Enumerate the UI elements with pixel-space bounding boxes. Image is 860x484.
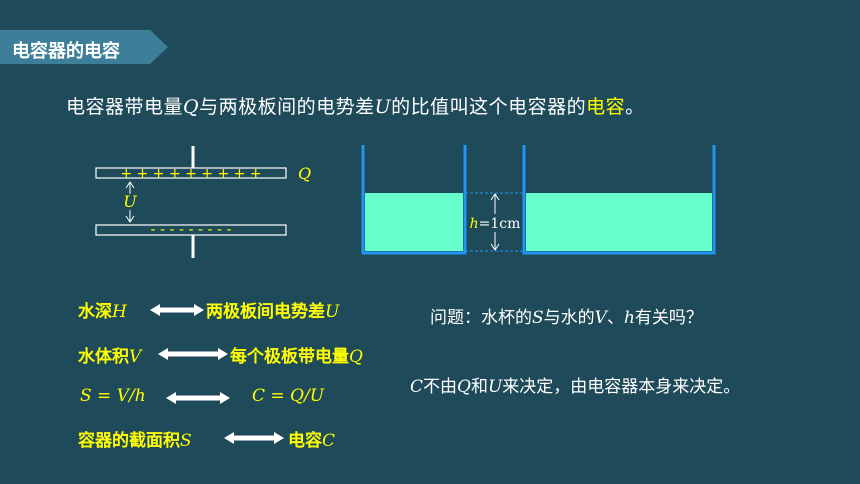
row2-left-var: V xyxy=(129,347,142,367)
definition-part-2: 与两极板间的电势差 xyxy=(199,96,375,118)
definition-part-1: 电容器带电量 xyxy=(66,96,184,118)
slide-title: 电容器的电容 xyxy=(12,41,120,62)
capacitor-diagram: + + + + + + + + + Q U - - - - - - - - - xyxy=(95,146,311,258)
question-part-c: 、 xyxy=(606,308,624,328)
question-text: 问题：水杯的S与水的V、h有关吗？ xyxy=(430,303,703,328)
conclusion-var-u: U xyxy=(487,377,503,397)
row4-left-var: S xyxy=(180,431,192,451)
voltage-arrow-down xyxy=(125,215,135,223)
conclusion-var-q: Q xyxy=(457,377,471,397)
definition-part-3: 的比值叫这个电容器的 xyxy=(391,96,587,118)
row2-right-text: 每个极板带电量 xyxy=(230,347,349,367)
conclusion-text: C不由Q和U来决定，由电容器本身来决定。 xyxy=(410,372,740,397)
question-var-h: h xyxy=(623,308,635,328)
question-part-d: 有关吗？ xyxy=(634,308,703,328)
row2-right-var: Q xyxy=(349,347,363,367)
question-part-b: 与水的 xyxy=(543,308,595,328)
question-var-v: V xyxy=(594,308,607,328)
double-arrow-row2 xyxy=(158,348,228,360)
analogy-row1-right: 两极板间电势差U xyxy=(206,297,339,322)
right-tank-water xyxy=(526,193,712,251)
water-tank-diagram: h=1cm xyxy=(361,145,716,255)
conclusion-var-c: C xyxy=(410,377,424,397)
right-tank-wall xyxy=(522,145,716,255)
row1-left-text: 水深 xyxy=(78,302,112,322)
analogy-row1-left: 水深H xyxy=(78,297,127,322)
double-arrow-row3 xyxy=(166,392,230,404)
double-arrow-row1 xyxy=(150,304,204,316)
height-label-value: =1cm xyxy=(479,216,521,232)
charge-label: Q xyxy=(298,164,311,183)
height-label-var: h xyxy=(470,216,479,232)
top-plate-signs: + + + + + + + + + xyxy=(120,166,261,182)
height-arrow-down xyxy=(490,243,500,251)
row1-left-var: H xyxy=(112,302,127,322)
formula-water: S = V/h xyxy=(80,386,146,406)
analogy-row4-left: 容器的截面积S xyxy=(78,426,192,451)
row1-right-text: 两极板间电势差 xyxy=(206,302,325,322)
row1-right-var: U xyxy=(325,302,340,322)
height-arrow-up xyxy=(490,193,500,201)
question-part-a: 问题：水杯的 xyxy=(430,308,532,328)
title-tab xyxy=(0,30,168,64)
analogy-row4-right: 电容C xyxy=(288,426,335,451)
voltage-label: U xyxy=(123,192,137,211)
voltage-arrow-up xyxy=(125,181,135,189)
top-plate xyxy=(95,167,287,179)
row4-right-text: 电容 xyxy=(288,431,322,451)
definition-end: 。 xyxy=(625,96,645,118)
row4-right-var: C xyxy=(322,431,336,451)
analogy-row2-right: 每个极板带电量Q xyxy=(230,342,363,367)
conclusion-part-a: 不由 xyxy=(423,377,458,397)
left-tank-water xyxy=(365,193,463,251)
bottom-plate-signs: - - - - - - - - - xyxy=(150,222,231,238)
voltage-label-bg xyxy=(120,194,140,210)
definition-term: 电容 xyxy=(586,96,626,118)
conclusion-part-b: 和 xyxy=(470,377,488,397)
definition-var-q: Q xyxy=(183,96,200,118)
row2-left-text: 水体积 xyxy=(78,347,129,367)
analogy-row2-left: 水体积V xyxy=(78,342,141,367)
definition-var-u: U xyxy=(374,96,392,118)
double-arrow-row4 xyxy=(224,432,284,444)
question-var-s: S xyxy=(532,308,544,328)
conclusion-part-d: 来决定，由电容器本身来决定。 xyxy=(502,377,741,397)
bottom-plate xyxy=(95,224,287,236)
definition-sentence: 电容器带电量Q与两极板间的电势差U的比值叫这个电容器的电容。 xyxy=(66,92,645,119)
left-tank-wall xyxy=(361,145,467,255)
row4-left-text: 容器的截面积 xyxy=(78,431,180,451)
height-label: h=1cm xyxy=(470,216,521,232)
formula-capacitor: C = Q/U xyxy=(252,386,325,406)
